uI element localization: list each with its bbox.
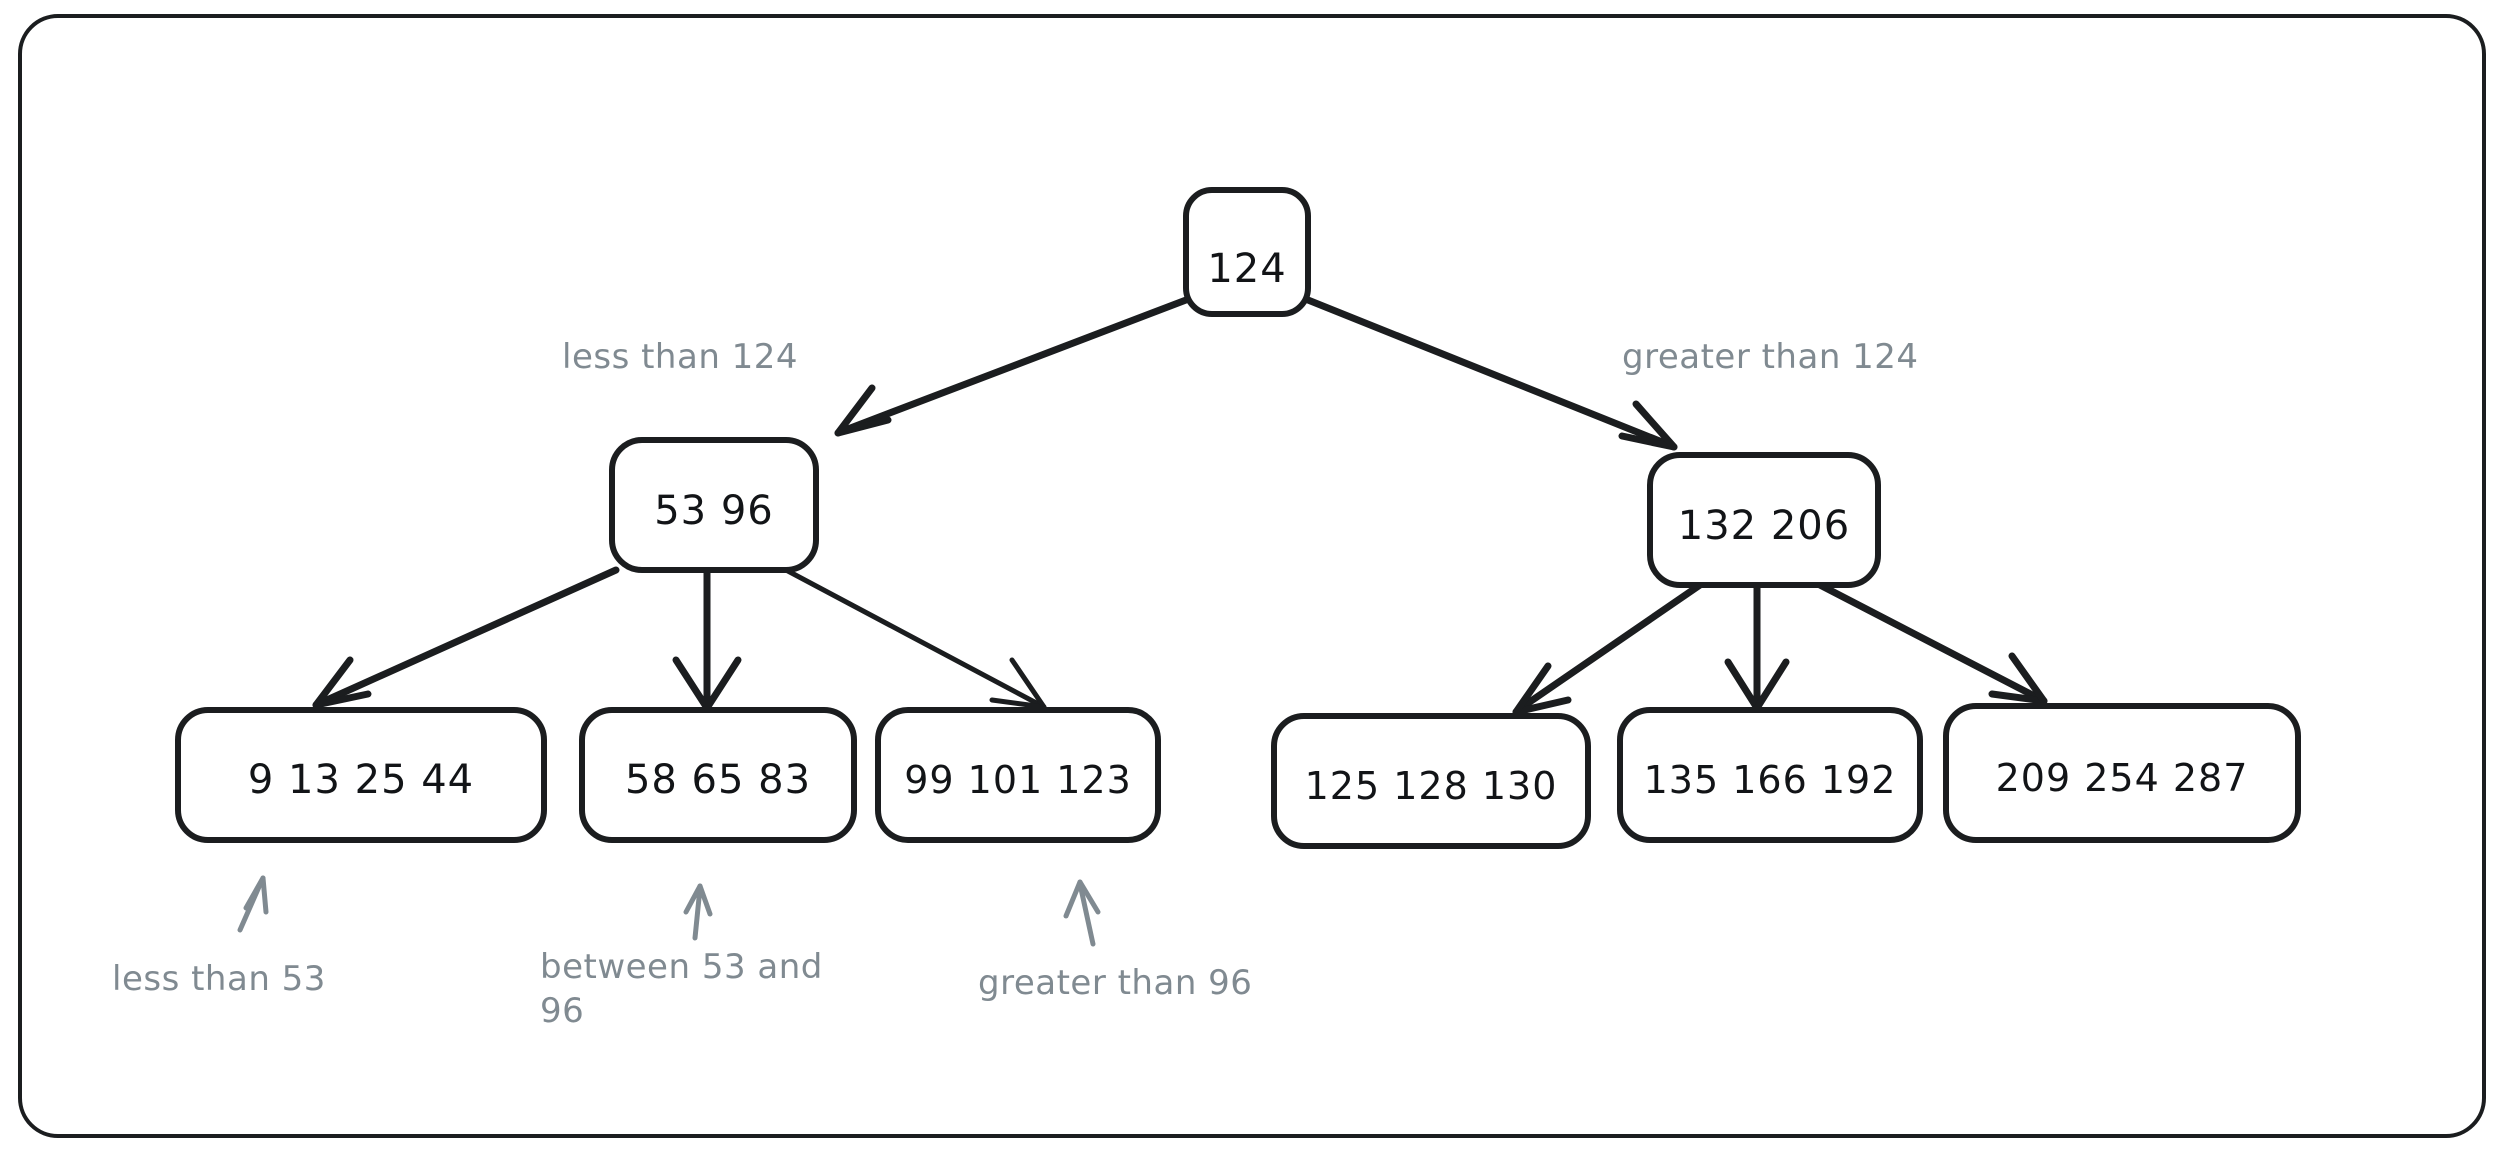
node-leaf-1[interactable]: 9 13 25 44: [175, 707, 547, 843]
node-leaf-5[interactable]: 135 166 192: [1617, 707, 1923, 843]
edge-root-to-left: [834, 296, 1190, 437]
edge-right-to-leaf4: [1512, 581, 1704, 716]
node-leaf-2[interactable]: 58 65 83: [579, 707, 857, 843]
edge-right-to-leaf6: [1816, 581, 2048, 705]
node-leaf-6-box[interactable]: [1943, 703, 2301, 843]
node-leaf-4-label: 125 128 130: [1305, 764, 1558, 808]
node-leaf-6-label: 209 254 287: [1996, 756, 2249, 800]
edge-left-to-leaf1: [312, 566, 620, 709]
edge-label-greater-than-124: greater than 124: [1622, 337, 1919, 377]
edge-left-to-leaf2: [672, 566, 742, 712]
node-right-internal-label: 132 206: [1678, 503, 1850, 549]
node-right-internal-box[interactable]: [1647, 452, 1881, 588]
annotation-leaf-2-line1: between 53 and: [540, 947, 823, 987]
node-leaf-5-label: 135 166 192: [1644, 758, 1897, 802]
annotation-leaf-2-line2: 96: [540, 991, 584, 1031]
node-leaf-5-box[interactable]: [1617, 707, 1923, 843]
node-leaf-1-box[interactable]: [175, 707, 547, 843]
node-root-box[interactable]: [1183, 187, 1311, 317]
node-leaf-3-box[interactable]: [875, 707, 1161, 843]
edge-label-less-than-124: less than 124: [562, 337, 798, 377]
annotation-leaf-3: greater than 96: [978, 963, 1252, 1003]
node-leaf-4-box[interactable]: [1271, 713, 1591, 849]
node-leaf-3[interactable]: 99 101 123: [875, 707, 1161, 843]
outer-frame: [18, 14, 2486, 1138]
node-root[interactable]: 124: [1183, 187, 1311, 317]
node-leaf-3-label: 99 101 123: [904, 758, 1132, 802]
node-leaf-6[interactable]: 209 254 287: [1943, 703, 2301, 843]
node-root-label: 124: [1207, 246, 1286, 292]
node-left-internal-box[interactable]: [609, 437, 819, 573]
node-leaf-1-label: 9 13 25 44: [248, 757, 474, 803]
edge-left-to-leaf3: [783, 567, 1047, 710]
edge-right-to-leaf5: [1724, 581, 1790, 712]
node-leaf-2-label: 58 65 83: [625, 757, 811, 803]
node-left-internal[interactable]: 53 96: [609, 437, 819, 573]
annotation-leaf-1: less than 53: [112, 959, 326, 999]
annotation-arrow-leaf-1: [237, 875, 269, 933]
node-left-internal-label: 53 96: [654, 488, 774, 534]
node-right-internal[interactable]: 132 206: [1647, 452, 1881, 588]
node-leaf-4[interactable]: 125 128 130: [1271, 713, 1591, 849]
annotation-arrow-leaf-2: [683, 883, 713, 941]
edge-root-to-right: [1304, 296, 1678, 451]
annotation-arrow-leaf-3: [1063, 879, 1101, 947]
node-leaf-2-box[interactable]: [579, 707, 857, 843]
